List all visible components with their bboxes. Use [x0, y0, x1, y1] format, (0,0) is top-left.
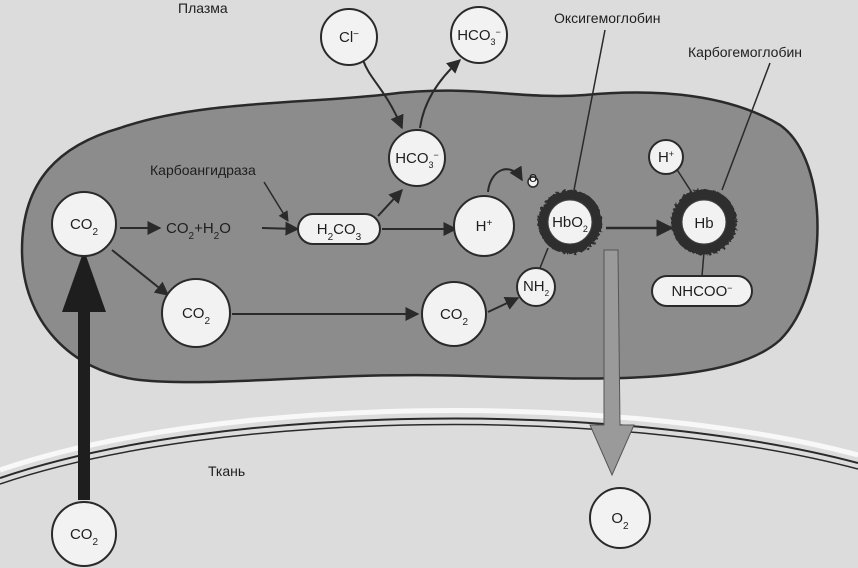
svg-text:H2CO3: H2CO3 — [317, 221, 362, 243]
chloride-ion-node: Cl− — [320, 8, 378, 66]
arrow-co2right-to-nh2 — [487, 296, 520, 313]
carbhemoglobin-label: Карбогемоглобин — [688, 44, 802, 60]
arrow-h-to-hbo2 — [487, 165, 523, 193]
svg-text:Hb: Hb — [694, 215, 713, 232]
svg-text:CO2: CO2 — [182, 305, 211, 327]
small-o-marker: o — [527, 169, 539, 188]
svg-text:HbO2: HbO2 — [552, 214, 588, 234]
tissue-membrane-line — [0, 417, 858, 479]
carbonic-anhydrase-pointer — [263, 181, 289, 222]
hydrogen-ion-node: H+ — [453, 195, 515, 257]
carbamino-node: NHCOO− — [651, 275, 753, 307]
svg-text:H+: H+ — [476, 218, 493, 236]
amino-group-node: NH2 — [516, 267, 556, 307]
svg-text:NH2: NH2 — [523, 278, 550, 298]
svg-text:CO2: CO2 — [440, 306, 469, 328]
arrow-cl-to-hco3cell — [362, 59, 404, 130]
o2-tissue-node: O2 — [589, 487, 651, 549]
co2-dissolved-node: CO2 — [161, 278, 231, 348]
carbhemoglobin-pointer — [721, 62, 771, 191]
plasma-label: Плазма — [178, 0, 228, 16]
carbonic-anhydrase-label: Карбоангидраза — [150, 162, 256, 178]
svg-text:CO2: CO2 — [70, 216, 99, 238]
arrow-co2-from-tissue — [62, 250, 106, 500]
svg-text:o: o — [529, 169, 537, 186]
oxyhemoglobin-label: Оксигемоглобин — [554, 10, 660, 26]
reaction-co2-water: CO2+H2O — [166, 220, 231, 242]
svg-text:HCO3−: HCO3− — [457, 27, 501, 47]
arrow-hco3cell-to-plasma — [419, 59, 462, 129]
svg-text:HCO3−: HCO3− — [395, 150, 439, 170]
carbonic-acid-node: H2CO3 — [297, 213, 381, 245]
tissue-membrane-outer — [0, 408, 858, 473]
svg-text:O2: O2 — [611, 510, 629, 532]
oxyhemoglobin-pointer — [573, 29, 606, 191]
tissue-label: Ткань — [208, 463, 245, 479]
arrow-co2-to-co2mid — [111, 249, 170, 296]
bicarbonate-plasma-node: HCO3− — [450, 6, 508, 64]
arrow-reaction-to-h2co3 — [261, 221, 300, 236]
co2-cell-entry-node: CO2 — [51, 191, 117, 257]
svg-text:H+: H+ — [658, 149, 674, 166]
arrow-o2-to-tissue — [589, 249, 635, 477]
hb-to-hplus-link — [675, 167, 695, 197]
hydrogen-ion-small-node: H+ — [648, 139, 684, 175]
co2-binding-node: CO2 — [421, 281, 487, 347]
bicarbonate-cell-node: HCO3− — [388, 129, 446, 187]
svg-text:Cl−: Cl− — [339, 29, 359, 47]
hb-to-nhcoo-link — [701, 251, 705, 277]
svg-text:NHCOO−: NHCOO− — [671, 283, 732, 300]
co2-tissue-node: CO2 — [51, 501, 117, 567]
hemoglobin-node: Hb — [671, 189, 737, 255]
svg-text:CO2: CO2 — [70, 526, 99, 548]
hbo2-to-nh2-link — [539, 247, 549, 269]
oxyhemoglobin-node: HbO2 — [538, 190, 602, 254]
arrow-h2co3-to-hco3 — [377, 188, 403, 217]
tissue-membrane-inner — [0, 423, 858, 485]
